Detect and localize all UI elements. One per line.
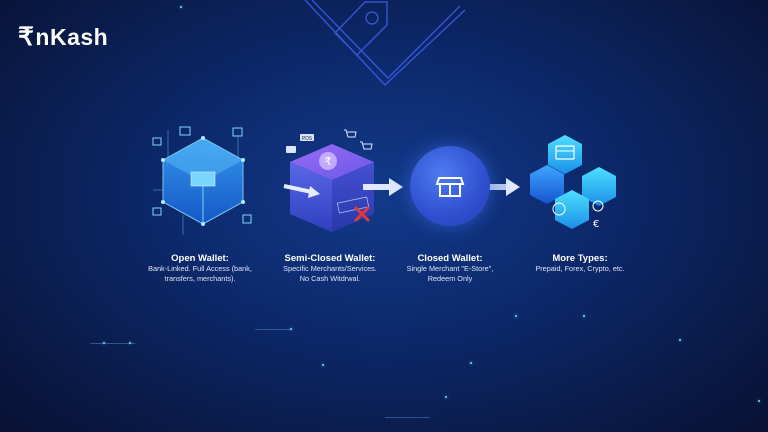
semi-closed-wallet-desc-2: No Cash Witdrwal.	[299, 274, 361, 283]
closed-wallet-card: Closed Wallet: Single Merchant "E-Store"…	[395, 253, 505, 284]
purple-cube-rupee-icon: ₹ PDS	[283, 129, 374, 232]
open-wallet-desc-2: transfers, merchants).	[164, 274, 236, 283]
open-wallet-title: Open Wallet:	[171, 253, 229, 264]
logo-text: nKash	[35, 23, 109, 50]
arrow-right-icon	[363, 178, 403, 196]
hexagon-cluster-icon: €	[530, 135, 616, 230]
hexagonal-network-cube-icon	[152, 126, 252, 235]
wallet-outline-icon	[304, 0, 466, 86]
enkash-logo[interactable]: ₹ nKash	[18, 22, 108, 52]
semi-closed-wallet-title: Semi-Closed Wallet:	[284, 253, 376, 264]
store-icon	[435, 177, 465, 197]
arrow-right-icon	[478, 178, 520, 196]
svg-text:₹: ₹	[325, 155, 332, 168]
semi-closed-wallet-card: Semi-Closed Wallet: Specific Merchants/S…	[270, 253, 390, 284]
open-wallet-desc-1: Bank-Linked. Full Access (bank,	[148, 264, 252, 273]
more-types-desc-1: Prepaid, Forex, Crypto, etc.	[535, 264, 625, 273]
semi-closed-wallet-desc-1: Specific Merchants/Services.	[283, 264, 377, 273]
svg-text:PDS: PDS	[302, 136, 313, 142]
closed-wallet-desc-1: Single Merchant "E-Store",	[406, 264, 494, 273]
open-wallet-card: Open Wallet: Bank-Linked. Full Access (b…	[140, 253, 260, 284]
rupee-logo-mark-icon: ₹	[18, 23, 35, 51]
more-types-title: More Types:	[552, 253, 608, 264]
store-circle-icon	[410, 146, 490, 226]
closed-wallet-desc-2: Redeem Only	[427, 274, 473, 283]
svg-text:€: €	[593, 219, 599, 230]
more-types-card: More Types: Prepaid, Forex, Crypto, etc.	[520, 253, 640, 274]
closed-wallet-title: Closed Wallet:	[417, 253, 483, 264]
